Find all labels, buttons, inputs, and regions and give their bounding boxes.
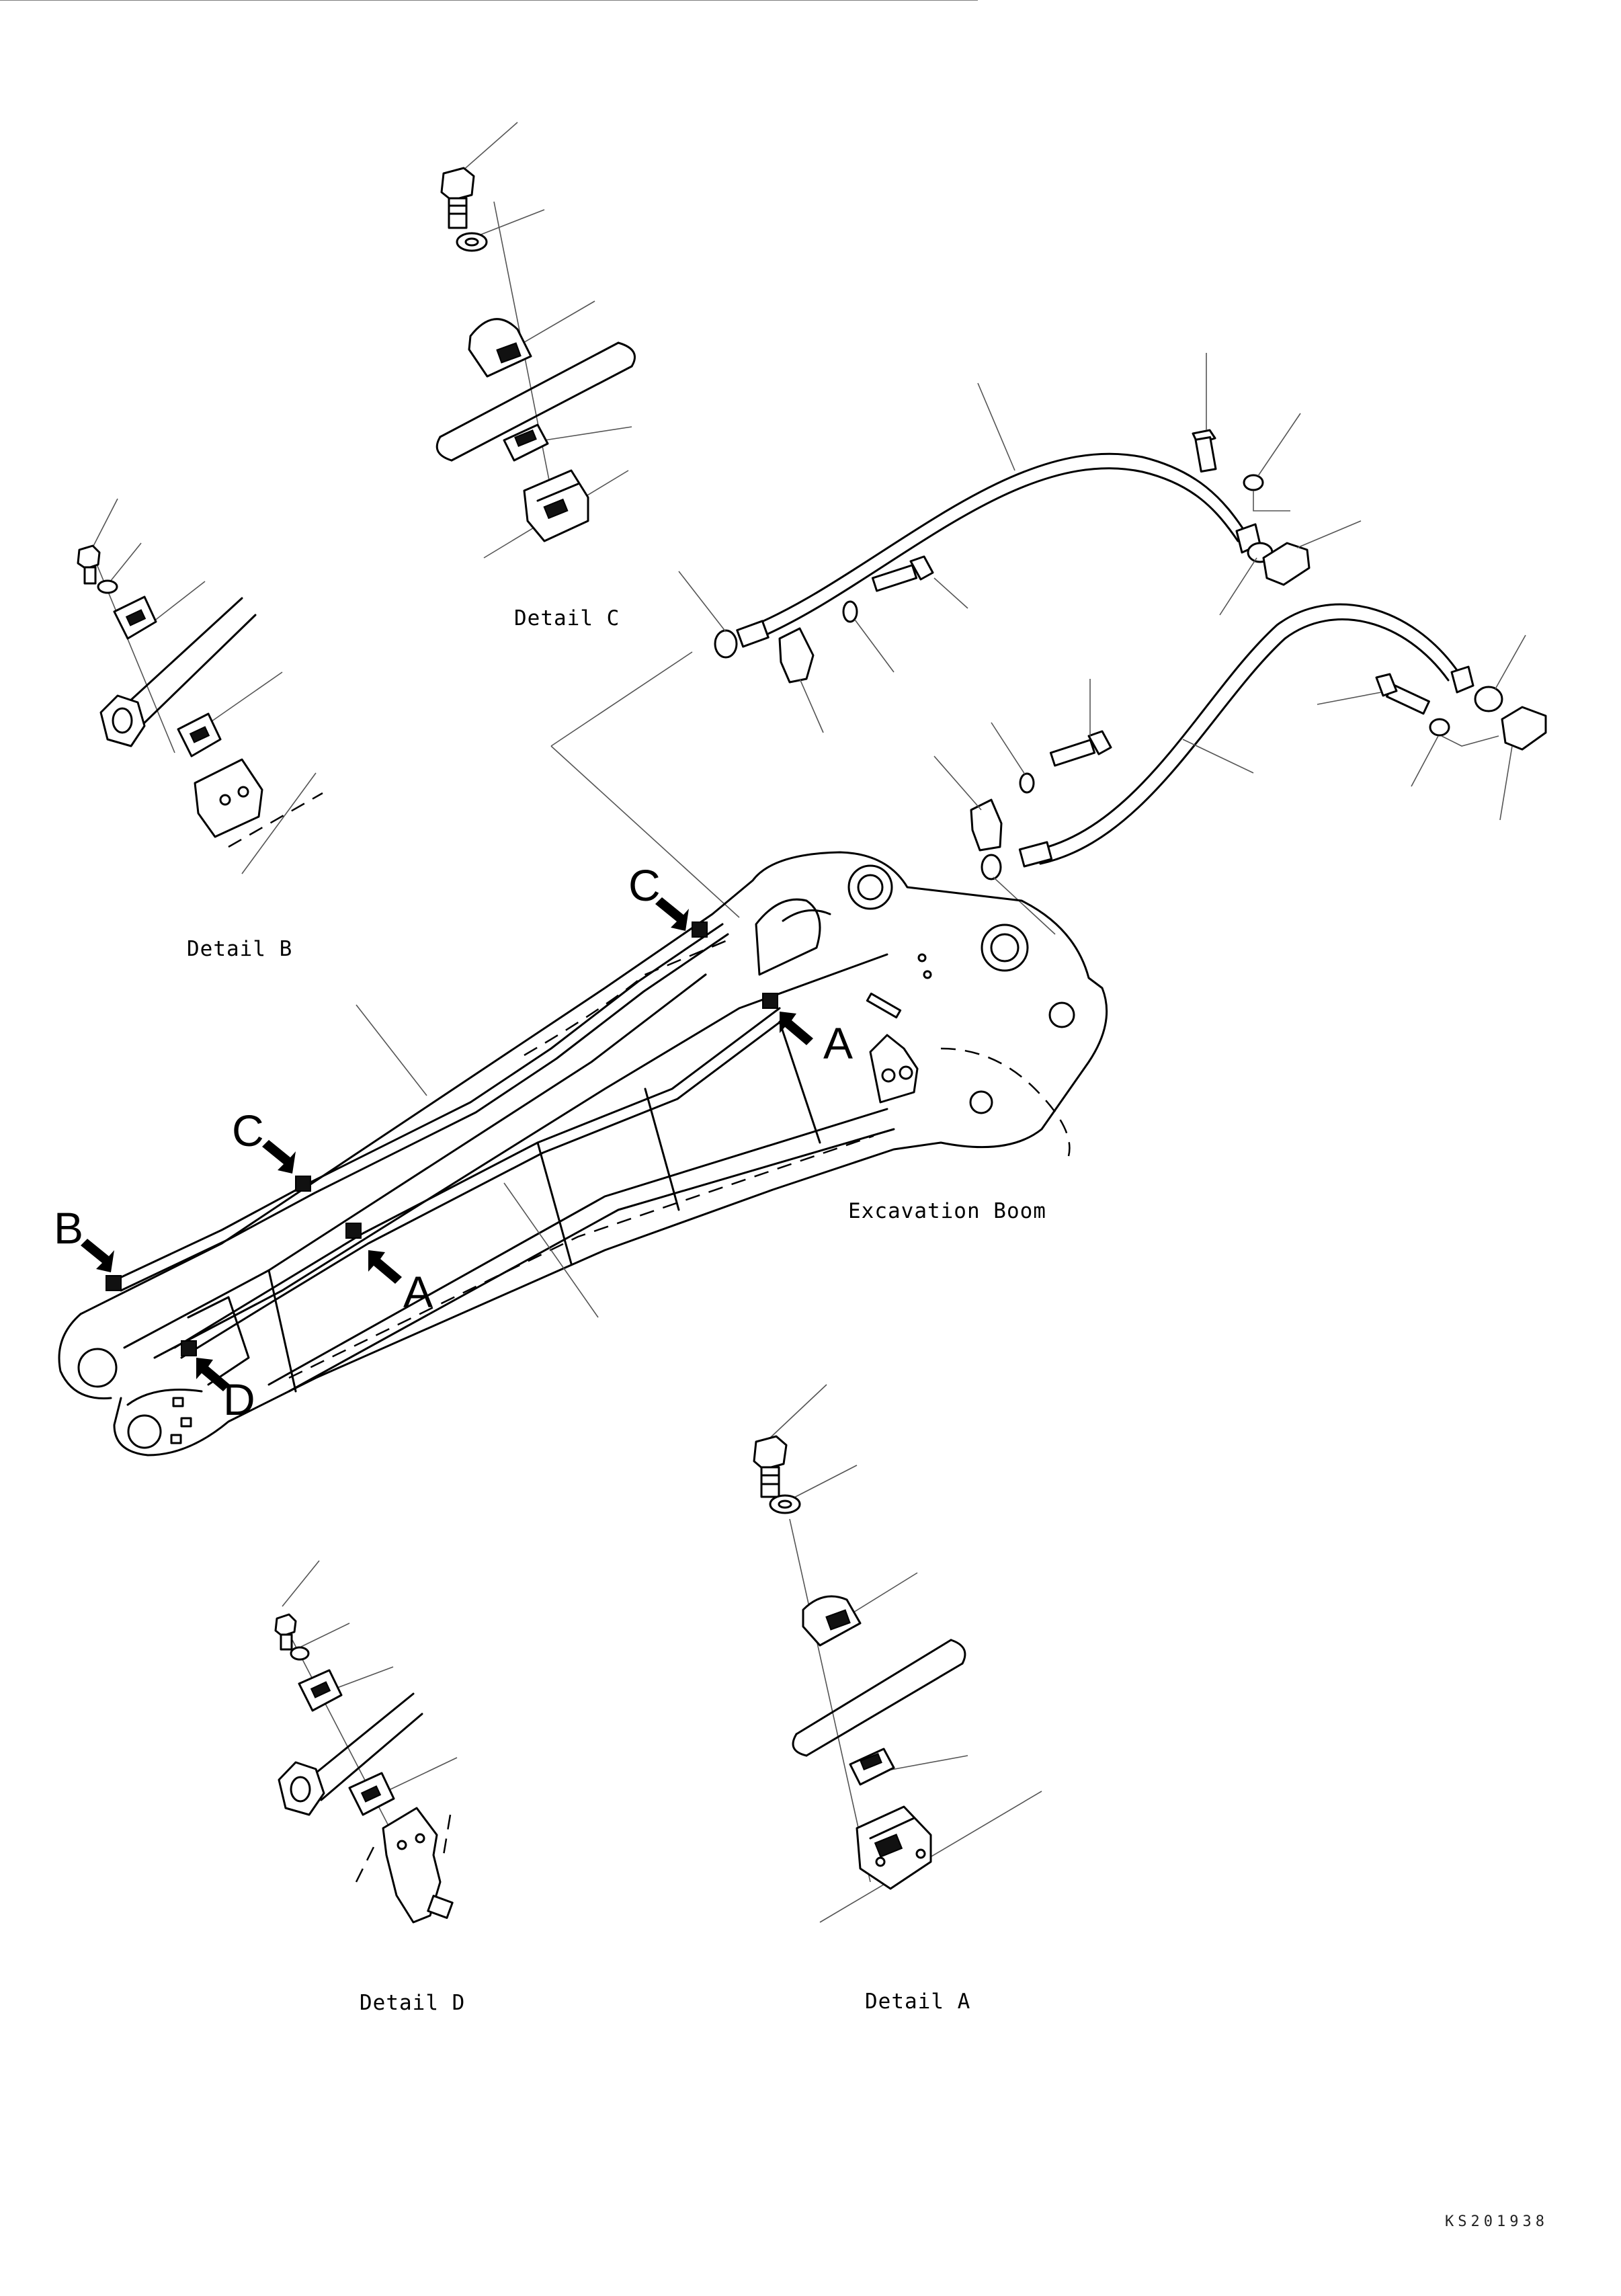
detail-c-assembly [435, 122, 636, 559]
detail-b-label: Detail B [187, 937, 292, 961]
clamp-a-right-icon [762, 993, 778, 1009]
split-flange-icon [778, 627, 815, 684]
o-ring-icon [981, 854, 1002, 880]
callout-arrows [81, 897, 813, 1391]
detail-c-label: Detail C [514, 606, 620, 630]
split-flange-icon [1501, 706, 1547, 751]
washer-icon [769, 1494, 801, 1514]
hex-fitting-icon [99, 694, 146, 747]
callout-a-mid: A [403, 1267, 433, 1317]
arrow-b-icon [81, 1239, 114, 1272]
clamp-c-top-icon [692, 921, 708, 938]
detail-b-assembly [77, 498, 323, 874]
o-ring-icon [1474, 686, 1503, 712]
split-flange-icon [1262, 542, 1311, 586]
washer-icon [1243, 474, 1264, 491]
detail-a-label: Detail A [865, 1990, 970, 2014]
bolt-icon [871, 555, 934, 592]
detail-a-assembly [753, 1384, 1042, 1923]
bolt-icon [753, 1435, 788, 1498]
tube-icon [792, 1639, 966, 1757]
washer-icon [1429, 718, 1450, 737]
washer-icon [97, 579, 118, 594]
clamp-d-icon [181, 1340, 197, 1356]
boom-hydraulic-lines [106, 921, 786, 1359]
hose-end-fitting-icon [736, 620, 770, 648]
callout-d: D [223, 1375, 255, 1424]
detail-d-label: Detail D [360, 1991, 465, 2015]
callout-c-top: C [628, 860, 661, 910]
arrow-a-mid-icon [368, 1250, 402, 1284]
bolt-icon [274, 1613, 297, 1637]
o-ring-icon [714, 629, 738, 659]
bolt-icon [1049, 730, 1112, 767]
bolt-icon [1375, 673, 1430, 715]
boom-label: Excavation Boom [848, 1199, 1046, 1223]
tube-icon [435, 341, 636, 462]
callout-b: B [54, 1203, 83, 1253]
arrow-c-mid-icon [262, 1140, 296, 1174]
clamp-upper-icon [468, 318, 532, 378]
split-flange-icon [970, 798, 1003, 852]
washer-icon [456, 232, 488, 252]
callout-c-mid: C [232, 1106, 264, 1155]
bolt-icon [1192, 429, 1217, 473]
boom-lug [869, 1034, 919, 1104]
hex-fitting-icon [278, 1761, 325, 1816]
excavation-boom [58, 851, 1108, 1457]
clamp-c-mid-icon [295, 1176, 311, 1192]
washer-icon [1019, 772, 1035, 794]
arrow-d-icon [196, 1358, 230, 1391]
bolt-icon [440, 167, 475, 229]
washer-icon [290, 1646, 310, 1661]
washer-icon [842, 600, 858, 623]
bolt-icon [77, 544, 101, 570]
clamp-b-icon [106, 1275, 122, 1291]
detail-d-assembly [274, 1560, 458, 1924]
callout-a-right: A [823, 1018, 853, 1068]
arrow-c-top-icon [655, 897, 689, 931]
hose-end-fitting-icon [1450, 665, 1474, 694]
arrow-a-right-icon [780, 1012, 813, 1045]
hose-assembly-upper [0, 0, 1362, 733]
hose-assembly-lower [550, 603, 1547, 935]
hose-end-fitting-icon [1018, 841, 1053, 868]
document-code: KS201938 [1445, 2213, 1548, 2230]
clamp-a-mid-icon [345, 1223, 362, 1239]
